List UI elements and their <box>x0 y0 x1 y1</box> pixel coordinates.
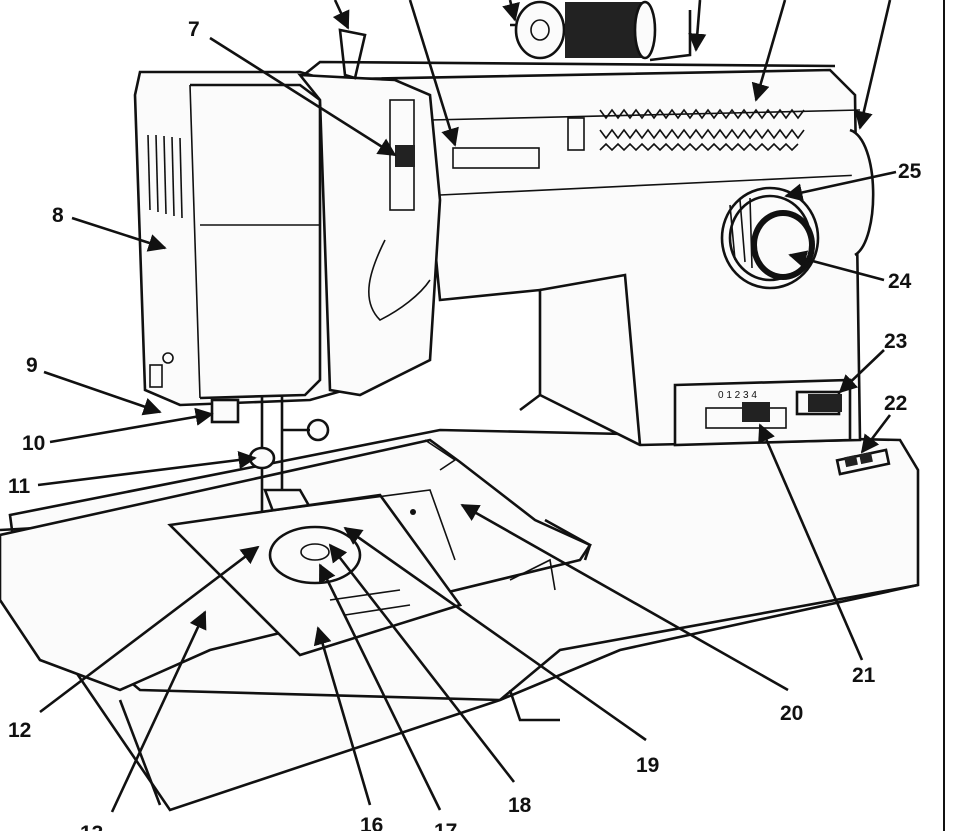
tension-dial-knob <box>395 145 415 167</box>
power-switch <box>835 448 891 476</box>
callout-23: 23 <box>884 330 907 353</box>
leader-lines <box>37 0 897 813</box>
callout-7: 7 <box>188 18 200 41</box>
callout-19: 19 <box>636 754 659 777</box>
callout-24: 24 <box>888 270 912 293</box>
front-panel <box>297 28 442 397</box>
callout-16: 16 <box>360 814 383 831</box>
callout-13: 13 <box>80 822 103 831</box>
callout-25: 25 <box>898 160 922 183</box>
handwheel <box>849 128 875 257</box>
stitch-width-lever <box>742 402 770 422</box>
callout-numbers: 7 8 9 10 11 12 13 16 17 18 19 20 21 22 2… <box>8 18 922 831</box>
stitch-scale-text: 0 1 2 3 4 <box>718 390 757 401</box>
callout-11: 11 <box>8 475 31 498</box>
callout-9: 9 <box>26 354 38 377</box>
needle-plate <box>167 489 463 657</box>
callout-22: 22 <box>884 392 907 415</box>
callout-12: 12 <box>8 719 31 742</box>
thread-spool <box>510 0 692 62</box>
callout-20: 20 <box>780 702 803 725</box>
callout-17: 17 <box>434 820 457 831</box>
callout-10: 10 <box>22 432 45 455</box>
stitch-length-dial <box>720 186 820 290</box>
thread-guide-post <box>338 28 367 80</box>
face-cover <box>133 70 347 407</box>
callout-21: 21 <box>852 664 876 687</box>
callout-18: 18 <box>508 794 532 817</box>
stitch-selector-panel: 0 1 2 3 4 <box>673 378 852 447</box>
callout-8: 8 <box>52 204 64 227</box>
stitch-chart <box>452 108 805 169</box>
